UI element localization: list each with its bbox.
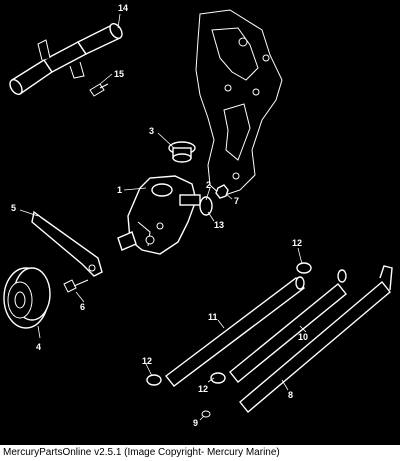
hose-10	[229, 269, 347, 383]
callout-12-mid: 12	[198, 384, 208, 394]
leader-lines	[19, 13, 307, 421]
callout-8: 8	[288, 390, 293, 400]
pulley	[3, 267, 51, 329]
mounting-bracket	[195, 9, 283, 197]
callout-10: 10	[298, 332, 308, 342]
hose-11	[165, 276, 305, 387]
pump-bracket	[31, 210, 103, 277]
callout-2: 2	[206, 180, 211, 190]
exploded-parts-diagram: 1 2 3 4 5 6 7 8 9 10 11 12 12 12 13 14 1…	[3, 3, 393, 428]
hose-8	[239, 265, 393, 413]
callout-15: 15	[114, 69, 124, 79]
reservoir-cap	[168, 141, 196, 163]
o-ring	[201, 410, 211, 418]
callout-13: 13	[214, 220, 224, 230]
power-steering-pump	[117, 175, 201, 255]
nut-and-washer	[199, 184, 229, 216]
callout-12-top: 12	[292, 238, 302, 248]
callout-4: 4	[36, 342, 41, 352]
bolt-6	[63, 279, 89, 293]
callout-14: 14	[118, 3, 128, 13]
copyright-footer: MercuryPartsOnline v2.5.1 (Image Copyrig…	[0, 445, 400, 461]
callout-numbers: 1 2 3 4 5 6 7 8 9 10 11 12 12 12 13 14 1…	[11, 3, 308, 428]
hose-fitting-assembly	[9, 23, 123, 96]
callout-12-left: 12	[142, 356, 152, 366]
hose-clamps	[146, 262, 312, 386]
callout-1: 1	[117, 185, 122, 195]
callout-5: 5	[11, 203, 16, 213]
bolt-15	[89, 83, 109, 97]
callout-6: 6	[80, 302, 85, 312]
callout-9: 9	[193, 418, 198, 428]
callout-7: 7	[234, 196, 239, 206]
callout-11: 11	[208, 312, 218, 322]
callout-3: 3	[149, 126, 154, 136]
